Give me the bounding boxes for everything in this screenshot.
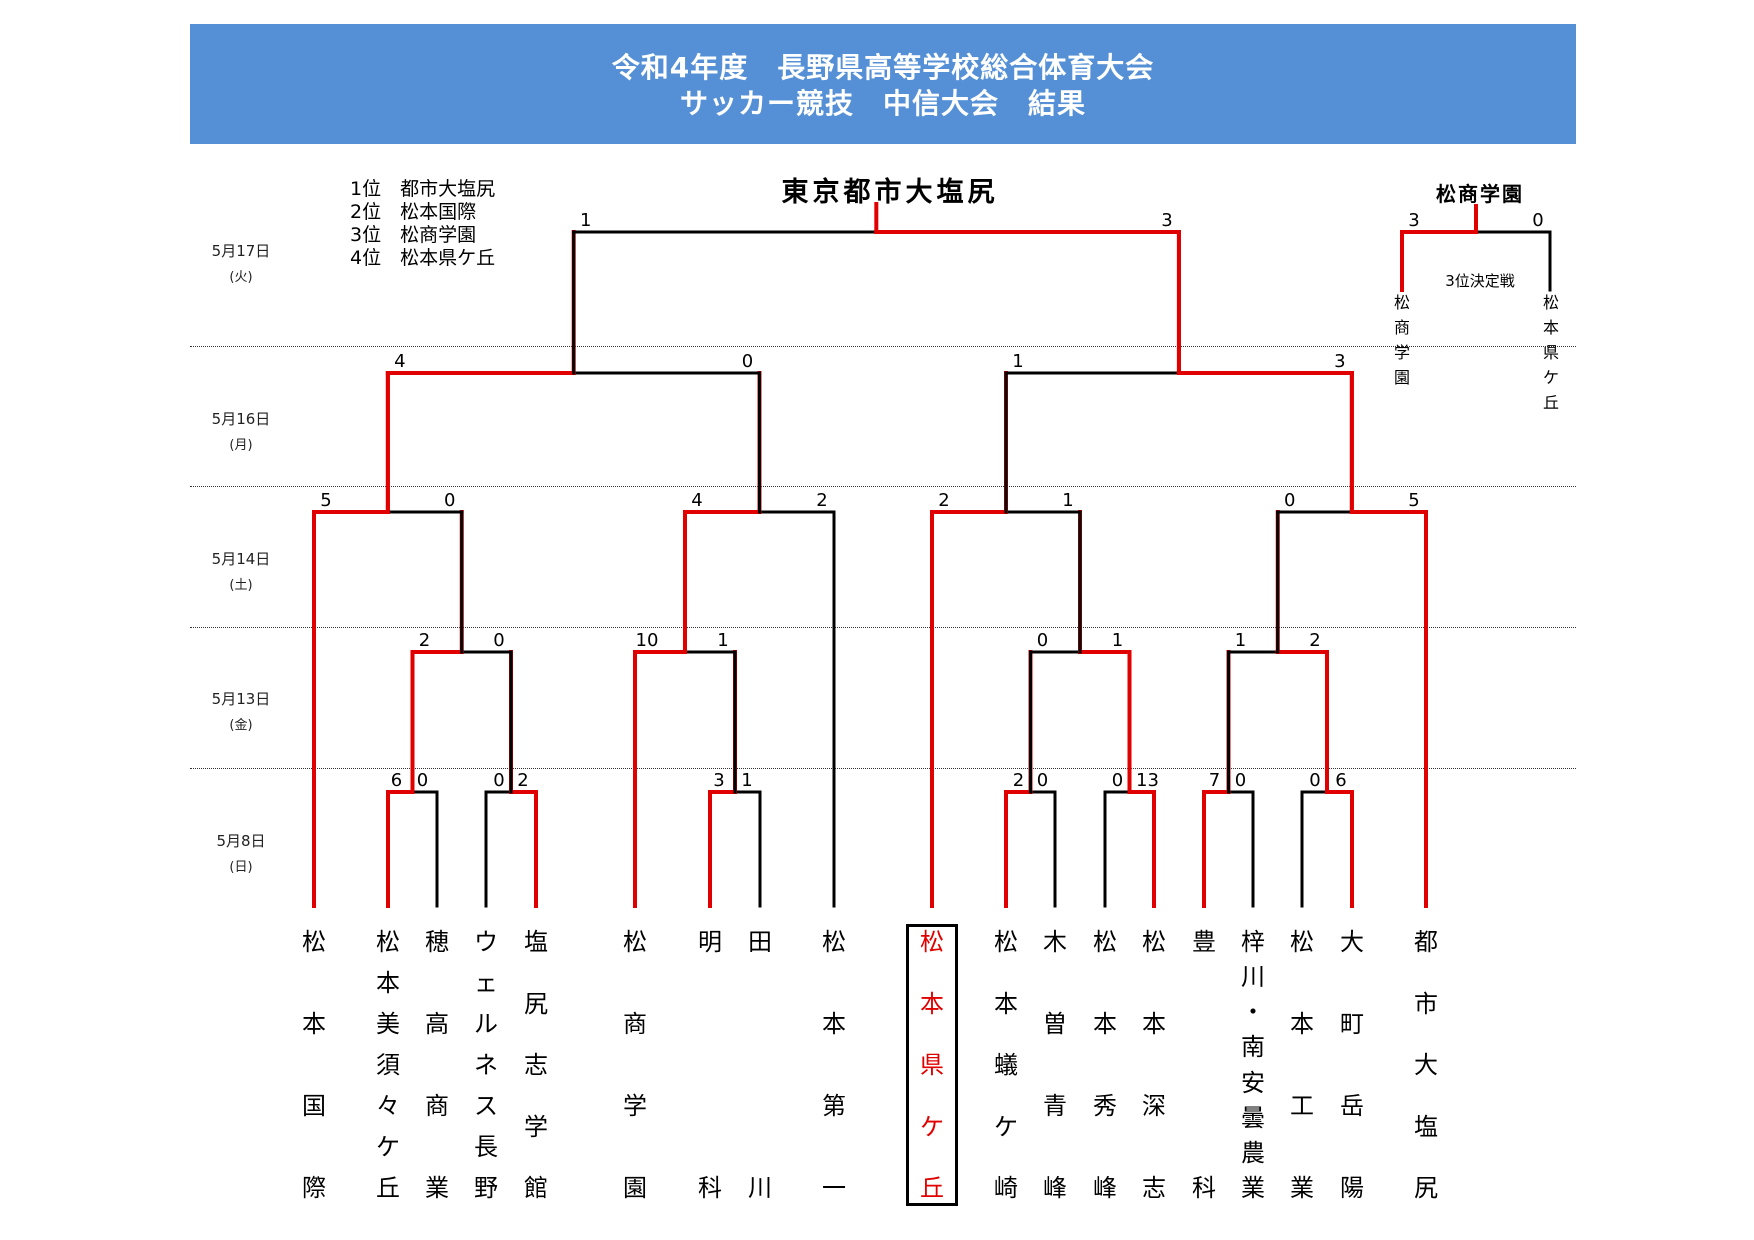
round-divider bbox=[190, 768, 1576, 769]
score-left: 0 bbox=[1284, 490, 1295, 511]
standing-row: 3位 松商学園 bbox=[350, 224, 495, 247]
day-weekday: (金) bbox=[229, 718, 253, 733]
score-right: 3 bbox=[1334, 351, 1345, 372]
score-label: 3 bbox=[713, 770, 724, 791]
score-right: 1 bbox=[1112, 630, 1123, 651]
score-right: 3 bbox=[1161, 210, 1172, 231]
day-weekday: (土) bbox=[229, 578, 253, 593]
score-left: 4 bbox=[394, 351, 405, 372]
team-name: 都市大塩尻 bbox=[1414, 928, 1438, 1202]
score-label: 0 bbox=[1112, 770, 1123, 791]
header-title: 令和4年度 長野県高等学校総合体育大会 bbox=[611, 51, 1155, 84]
score-label: 6 bbox=[1335, 770, 1346, 791]
standing-row: 2位 松本国際 bbox=[350, 201, 495, 224]
header-banner: 令和4年度 長野県高等学校総合体育大会 サッカー競技 中信大会 結果 bbox=[190, 24, 1576, 144]
score-label: 0 bbox=[493, 770, 504, 791]
team-name: 木曽青峰 bbox=[1043, 928, 1067, 1202]
team-name: 松本国際 bbox=[302, 928, 326, 1202]
score-label: 2 bbox=[517, 770, 528, 791]
third-place-winner: 松商学園 bbox=[1436, 182, 1524, 206]
score-right: 0 bbox=[1532, 210, 1543, 231]
day-weekday: (火) bbox=[229, 270, 253, 285]
day-label: 5月17日 (火) bbox=[196, 240, 286, 285]
team-name: 豊科 bbox=[1192, 928, 1216, 1202]
day-weekday: (日) bbox=[229, 860, 253, 875]
standing-team: 松本国際 bbox=[400, 201, 477, 223]
score-right: 5 bbox=[1408, 490, 1419, 511]
standing-row: 4位 松本県ケ丘 bbox=[350, 247, 495, 270]
day-label: 5月13日 (金) bbox=[196, 688, 286, 733]
team-name: 松本秀峰 bbox=[1093, 928, 1117, 1202]
score-right: 2 bbox=[1309, 630, 1320, 651]
standing-team: 松本県ケ丘 bbox=[400, 247, 496, 269]
day-label: 5月8日 (日) bbox=[196, 830, 286, 875]
standing-rank: 3位 bbox=[350, 224, 382, 246]
score-right: 0 bbox=[742, 351, 753, 372]
score-label: 13 bbox=[1136, 770, 1159, 791]
header-subtitle: サッカー競技 中信大会 結果 bbox=[679, 87, 1086, 120]
third-place-team-right: 松本県ケ丘 bbox=[1542, 293, 1559, 412]
score-right: 2 bbox=[816, 490, 827, 511]
team-name: 松商学園 bbox=[623, 928, 647, 1202]
standing-row: 1位 都市大塩尻 bbox=[350, 178, 495, 201]
standing-rank: 2位 bbox=[350, 201, 382, 223]
day-label: 5月16日 (月) bbox=[196, 408, 286, 453]
team-name: 大町岳陽 bbox=[1340, 928, 1364, 1202]
score-right: 1 bbox=[1062, 490, 1073, 511]
score-left: 1 bbox=[1235, 630, 1246, 651]
team-name: 松本第一 bbox=[822, 928, 846, 1202]
score-left: 4 bbox=[691, 490, 702, 511]
score-label: 0 bbox=[417, 770, 428, 791]
day-label: 5月14日 (土) bbox=[196, 548, 286, 593]
score-right: 0 bbox=[444, 490, 455, 511]
team-name: 明科 bbox=[698, 928, 722, 1202]
standing-team: 松商学園 bbox=[400, 224, 477, 246]
team-name: 田川 bbox=[748, 928, 772, 1202]
round-divider bbox=[190, 346, 1576, 347]
score-left: 1 bbox=[1012, 351, 1023, 372]
day-date: 5月14日 bbox=[211, 550, 271, 568]
score-left: 10 bbox=[636, 630, 659, 651]
score-left: 2 bbox=[419, 630, 430, 651]
score-label: 2 bbox=[1013, 770, 1024, 791]
third-place-team-left: 松商学園 bbox=[1393, 293, 1410, 387]
third-place-label: 3位決定戦 bbox=[1445, 272, 1515, 290]
score-right: 0 bbox=[493, 630, 504, 651]
standing-team: 都市大塩尻 bbox=[400, 178, 496, 200]
round-divider bbox=[190, 627, 1576, 628]
score-label: 0 bbox=[1309, 770, 1320, 791]
team-name: 松本深志 bbox=[1142, 928, 1166, 1202]
day-date: 5月17日 bbox=[211, 242, 271, 260]
round-divider bbox=[190, 486, 1576, 487]
team-name: 松本美須々ケ丘 bbox=[376, 928, 400, 1202]
standing-rank: 1位 bbox=[350, 178, 382, 200]
day-date: 5月13日 bbox=[211, 690, 271, 708]
highlight-box bbox=[906, 924, 958, 1206]
score-label: 1 bbox=[741, 770, 752, 791]
score-label: 0 bbox=[1037, 770, 1048, 791]
team-name: ウェルネス長野 bbox=[474, 928, 498, 1202]
team-name: 松本県ケ丘 bbox=[920, 928, 944, 1202]
score-label: 0 bbox=[1235, 770, 1246, 791]
day-date: 5月16日 bbox=[211, 410, 271, 428]
score-left: 5 bbox=[320, 490, 331, 511]
standing-rank: 4位 bbox=[350, 247, 382, 269]
score-label: 7 bbox=[1209, 770, 1220, 791]
score-left: 1 bbox=[580, 210, 591, 231]
day-date: 5月8日 bbox=[216, 832, 266, 850]
team-name: 塩尻志学館 bbox=[524, 928, 548, 1202]
champion-label: 東京都市大塩尻 bbox=[781, 177, 999, 208]
score-left: 0 bbox=[1037, 630, 1048, 651]
day-weekday: (月) bbox=[229, 438, 253, 453]
score-left: 2 bbox=[938, 490, 949, 511]
score-left: 3 bbox=[1408, 210, 1419, 231]
team-name: 松本工業 bbox=[1290, 928, 1314, 1202]
score-label: 6 bbox=[391, 770, 402, 791]
team-name: 梓川・南安曇農業 bbox=[1241, 928, 1265, 1202]
team-name: 松本蟻ケ崎 bbox=[994, 928, 1018, 1202]
score-right: 1 bbox=[717, 630, 728, 651]
final-standings: 1位 都市大塩尻 2位 松本国際 3位 松商学園 4位 松本県ケ丘 bbox=[350, 178, 495, 270]
team-name: 穂高商業 bbox=[425, 928, 449, 1202]
